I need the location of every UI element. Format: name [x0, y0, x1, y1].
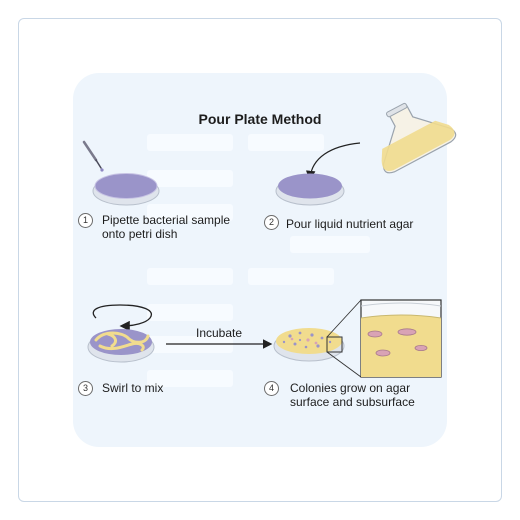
diagram-title: Pour Plate Method: [198, 111, 322, 127]
flask-icon: [381, 102, 457, 174]
swirl-arrow-icon: [92, 304, 152, 332]
pour-arrow: [305, 142, 361, 181]
ghost-box: [147, 134, 233, 151]
step-4-number: 4: [264, 381, 279, 396]
step-1-caption: Pipette bacterial sample onto petri dish: [102, 213, 231, 241]
ghost-box: [147, 304, 233, 321]
petri-dish-colonies-icon: [273, 328, 345, 362]
ghost-box: [147, 204, 233, 221]
zoom-inset: [360, 299, 442, 378]
ghost-box: [290, 236, 370, 253]
step-3-number: 3: [78, 381, 93, 396]
petri-dish-swirl-icon: [87, 329, 155, 363]
petri-dish-purple-icon: [92, 173, 160, 206]
ghost-box: [147, 370, 233, 387]
ghost-box: [147, 268, 233, 285]
incubate-label: Incubate: [196, 326, 243, 340]
ghost-box: [248, 268, 334, 285]
step-2-caption: Pour liquid nutrient agar: [286, 217, 414, 231]
pipette-icon: [82, 140, 104, 172]
petri-dish-purple-icon: [275, 173, 345, 206]
step-2-number: 2: [264, 215, 279, 230]
step-4-caption: Colonies grow on agar surface and subsur…: [290, 381, 415, 409]
ghost-box: [248, 134, 324, 151]
step-1-number: 1: [78, 213, 93, 228]
step-3-caption: Swirl to mix: [102, 381, 164, 395]
ghost-box: [147, 170, 233, 187]
